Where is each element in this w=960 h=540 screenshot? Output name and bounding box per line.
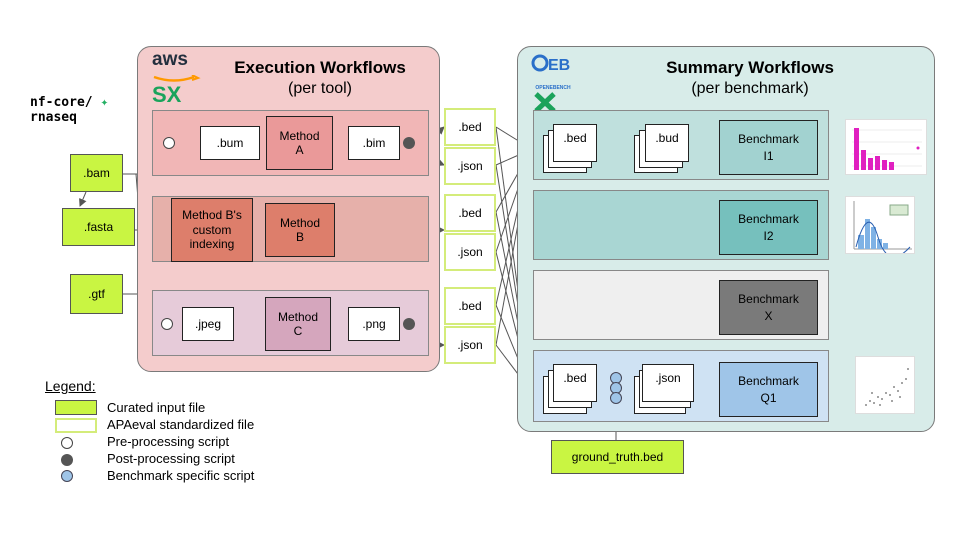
scatter-plot-thumbnail-icon — [855, 356, 915, 414]
openebench-icon: EB — [531, 54, 570, 74]
input-fasta: .fasta — [62, 208, 135, 246]
legend-title: Legend: — [45, 378, 96, 394]
input-bam: .bam — [70, 154, 123, 192]
legend-post-circle — [61, 454, 73, 466]
custom-indexing-line1: Method B's — [182, 208, 242, 223]
openebench-logo-text: OPENEBENCH — [535, 85, 571, 91]
legend-apa-label: APAeval standardized file — [107, 417, 255, 432]
legend-bench-circle — [61, 470, 73, 482]
benchmark-i2-label: Benchmark — [738, 212, 799, 227]
legend-apa-swatch — [55, 418, 97, 433]
file-bum: .bum — [200, 126, 260, 160]
custom-indexing-line3: indexing — [189, 237, 235, 252]
method-a-letter: A — [295, 143, 304, 157]
file-bim: .bim — [348, 126, 400, 160]
post-processing-script-a — [403, 137, 415, 149]
svg-text:SX: SX — [152, 82, 182, 106]
method-c-letter: C — [293, 324, 303, 338]
svg-text:EB: EB — [548, 57, 570, 74]
std-json-a: .json — [444, 147, 496, 185]
aws-logo-text: aws — [152, 49, 188, 70]
summary-subtitle: (per benchmark) — [691, 80, 809, 97]
file-bed-i1: .bed — [553, 124, 597, 162]
ground-truth-bed: ground_truth.bed — [551, 440, 684, 474]
file-png: .png — [348, 307, 400, 341]
std-bed-c: .bed — [444, 287, 496, 325]
method-a-label: Method — [279, 128, 320, 143]
execution-subtitle: (per tool) — [287, 80, 353, 97]
file-json-q1: .json — [642, 364, 694, 402]
openebench-logo: EB OPENEBENCH — [530, 50, 580, 113]
benchmark-i1-label: Benchmark — [738, 132, 799, 147]
pre-processing-script-c — [161, 318, 173, 330]
arrow-bam-fasta — [79, 191, 87, 207]
nfcore-logo-subtext: rnaseq — [30, 110, 77, 125]
legend-bench-label: Benchmark specific script — [107, 468, 255, 483]
legend-curated-label: Curated input file — [107, 400, 206, 415]
input-gtf: .gtf — [70, 274, 123, 314]
summary-title: Summary Workflows — [666, 58, 834, 77]
legend-pre-label: Pre-processing script — [107, 434, 230, 449]
benchmark-q1-id: Q1 — [760, 390, 777, 405]
benchmark-x-label: Benchmark — [738, 292, 799, 307]
pre-processing-script-a — [163, 137, 175, 149]
legend-pre-circle — [61, 437, 73, 449]
benchmark-script-3 — [610, 392, 622, 404]
aws-logo: aws — [152, 49, 204, 82]
method-c-label: Method — [277, 309, 319, 324]
benchmark-x-id: X — [764, 308, 773, 323]
file-bud-i1: .bud — [645, 124, 689, 162]
nfcore-leaf-icon: ✦ — [100, 95, 109, 110]
method-b-label: Method — [279, 215, 321, 230]
file-jpeg: .jpeg — [182, 307, 234, 341]
file-bed-q1: .bed — [553, 364, 597, 402]
std-json-b: .json — [444, 233, 496, 271]
custom-indexing-line2: custom — [192, 222, 232, 237]
execution-title: Execution Workflows — [234, 58, 406, 77]
nfcore-logo-text: nf-core/ — [30, 95, 93, 110]
std-bed-b: .bed — [444, 194, 496, 232]
nfcore-logo: nf-core/ ✦ rnaseq — [30, 95, 110, 135]
post-processing-script-c — [403, 318, 415, 330]
legend-curated-swatch — [55, 400, 97, 415]
benchmark-i2-id: I2 — [763, 228, 774, 243]
aws-smile-icon — [153, 74, 201, 82]
sx-logo-icon: SX — [152, 82, 182, 106]
benchmark-i1-id: I1 — [763, 148, 774, 163]
elixir-x-icon — [534, 92, 556, 113]
method-b-letter: B — [295, 230, 304, 244]
std-json-c: .json — [444, 326, 496, 364]
histogram-thumbnail-icon — [845, 196, 915, 254]
benchmark-q1-label: Benchmark — [738, 374, 799, 389]
std-bed-a: .bed — [444, 108, 496, 146]
legend-post-label: Post-processing script — [107, 451, 235, 466]
bar-chart-thumbnail-icon — [845, 119, 927, 175]
